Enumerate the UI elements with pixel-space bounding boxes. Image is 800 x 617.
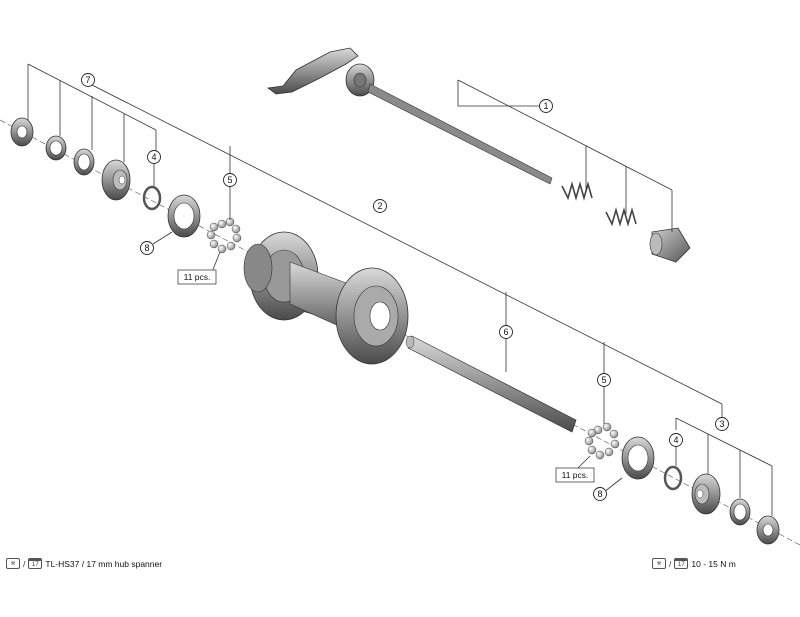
svg-text:5: 5 <box>601 375 606 385</box>
svg-text:3: 3 <box>719 419 724 429</box>
right-ball-bearings <box>584 422 620 460</box>
svg-text:1: 1 <box>543 101 548 111</box>
callout-2: 2 <box>373 199 387 213</box>
callout-1: 1 <box>539 99 553 113</box>
torque-note-text: 10 - 15 N m <box>691 558 736 569</box>
svg-text:8: 8 <box>597 489 602 499</box>
right-dust-cap <box>621 436 655 480</box>
callout-8-right: 8 <box>593 487 607 501</box>
svg-text:8: 8 <box>144 243 149 253</box>
svg-text:6: 6 <box>503 327 508 337</box>
right-seal-ring <box>663 465 683 491</box>
callout-4-left: 4 <box>147 150 161 164</box>
quantity-label-right: 11 pcs. <box>555 467 595 483</box>
left-dust-cap <box>167 194 201 238</box>
svg-text:2: 2 <box>377 201 382 211</box>
left-washer <box>45 135 67 161</box>
callout-5-left: 5 <box>223 173 237 187</box>
callout-3: 3 <box>715 417 729 431</box>
wrench-icon: ⚒ <box>6 558 20 569</box>
spring <box>561 181 593 201</box>
left-cone <box>101 159 131 201</box>
left-seal-ring <box>142 185 162 211</box>
spring <box>605 207 637 227</box>
wrench-icon: ⚒ <box>652 558 666 569</box>
separator: / <box>669 558 672 569</box>
tool-note-left: ⚒ / 17 TL-HS37 / 17 mm hub spanner <box>6 558 162 569</box>
left-spacer <box>73 148 95 176</box>
torque-note-right: ⚒ / 17 10 - 15 N m <box>652 558 736 569</box>
svg-text:11 pcs.: 11 pcs. <box>562 470 589 480</box>
hub-shell <box>243 231 409 365</box>
hub-axle <box>405 335 577 433</box>
quick-release-skewer <box>266 47 691 263</box>
callout-8-left: 8 <box>140 241 154 255</box>
svg-text:11 pcs.: 11 pcs. <box>184 272 211 282</box>
left-locknut <box>10 117 34 147</box>
left-ball-bearings <box>206 217 242 254</box>
svg-text:7: 7 <box>85 75 90 85</box>
separator: / <box>23 558 26 569</box>
callout-6: 6 <box>499 325 513 339</box>
right-locknut <box>756 515 780 545</box>
tool-note-text: TL-HS37 / 17 mm hub spanner <box>45 558 163 569</box>
quantity-label-left: 11 pcs. <box>177 269 217 285</box>
svg-text:5: 5 <box>227 175 232 185</box>
size-icon: 17 <box>674 558 689 569</box>
svg-text:4: 4 <box>151 152 156 162</box>
callout-4-right: 4 <box>669 433 683 447</box>
right-cone <box>691 473 721 515</box>
right-spacer <box>729 498 751 526</box>
size-icon: 17 <box>28 558 43 569</box>
callout-7: 7 <box>81 73 95 87</box>
leader-lines <box>27 63 773 516</box>
callout-5-right: 5 <box>597 373 611 387</box>
svg-text:4: 4 <box>673 435 678 445</box>
